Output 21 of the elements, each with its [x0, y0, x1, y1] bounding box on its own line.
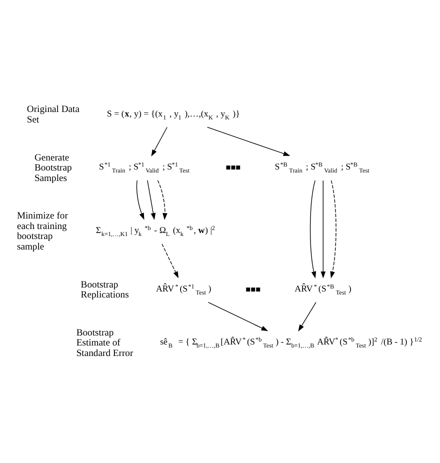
arrow: [330, 180, 336, 278]
arrow: [206, 126, 290, 156]
arrow: [320, 180, 326, 278]
label: Bootstrap Estimate of Standard Error: [76, 327, 134, 359]
node-text: Σ$_{k=1,…,K1}$ | y$_{k}$$^{*b}$ - Ω$_{L}$(x$_{k}$$^{*b}$, w) |$^{2}$: [96, 225, 216, 238]
node-text: S = (x, y) = {(x$_{1}$, y$_{1}$),…,(x$_{K}$, y$_{K}$)}: [106, 108, 240, 122]
label: Bootstrap Replications: [80, 279, 129, 301]
node-text: sê$_{B}$ = { Σ$_{b=1,…,B}$[AR̂V$^{*}$(S$^{*b}$$_{Test}$) - Σ$_{b=1,…,B}$ AR̂V$^{*}$(S$^{*b}$$_{Test}$)]$^{2}$ /(B - 1) }$^{1/2}$: [160, 336, 422, 350]
arrow: [147, 180, 156, 220]
arrow: [310, 180, 316, 278]
arrow: [157, 180, 168, 220]
arrow: [208, 302, 268, 332]
arrow: [162, 244, 179, 278]
label: Generate Bootstrap Samples: [34, 152, 72, 184]
arrow: [136, 180, 144, 220]
label: Minimize for each training bootstrap sample: [16, 210, 68, 252]
label: Original Data Set: [26, 104, 80, 126]
node-text: AR̂V$^{*}$(S$^{*B}$$_{Test}$): [294, 284, 352, 297]
node-text: AR̂V$^{*}$(S$^{*1}$$_{Test}$): [156, 284, 212, 297]
arrow: [151, 126, 168, 156]
arrow: [298, 302, 316, 332]
